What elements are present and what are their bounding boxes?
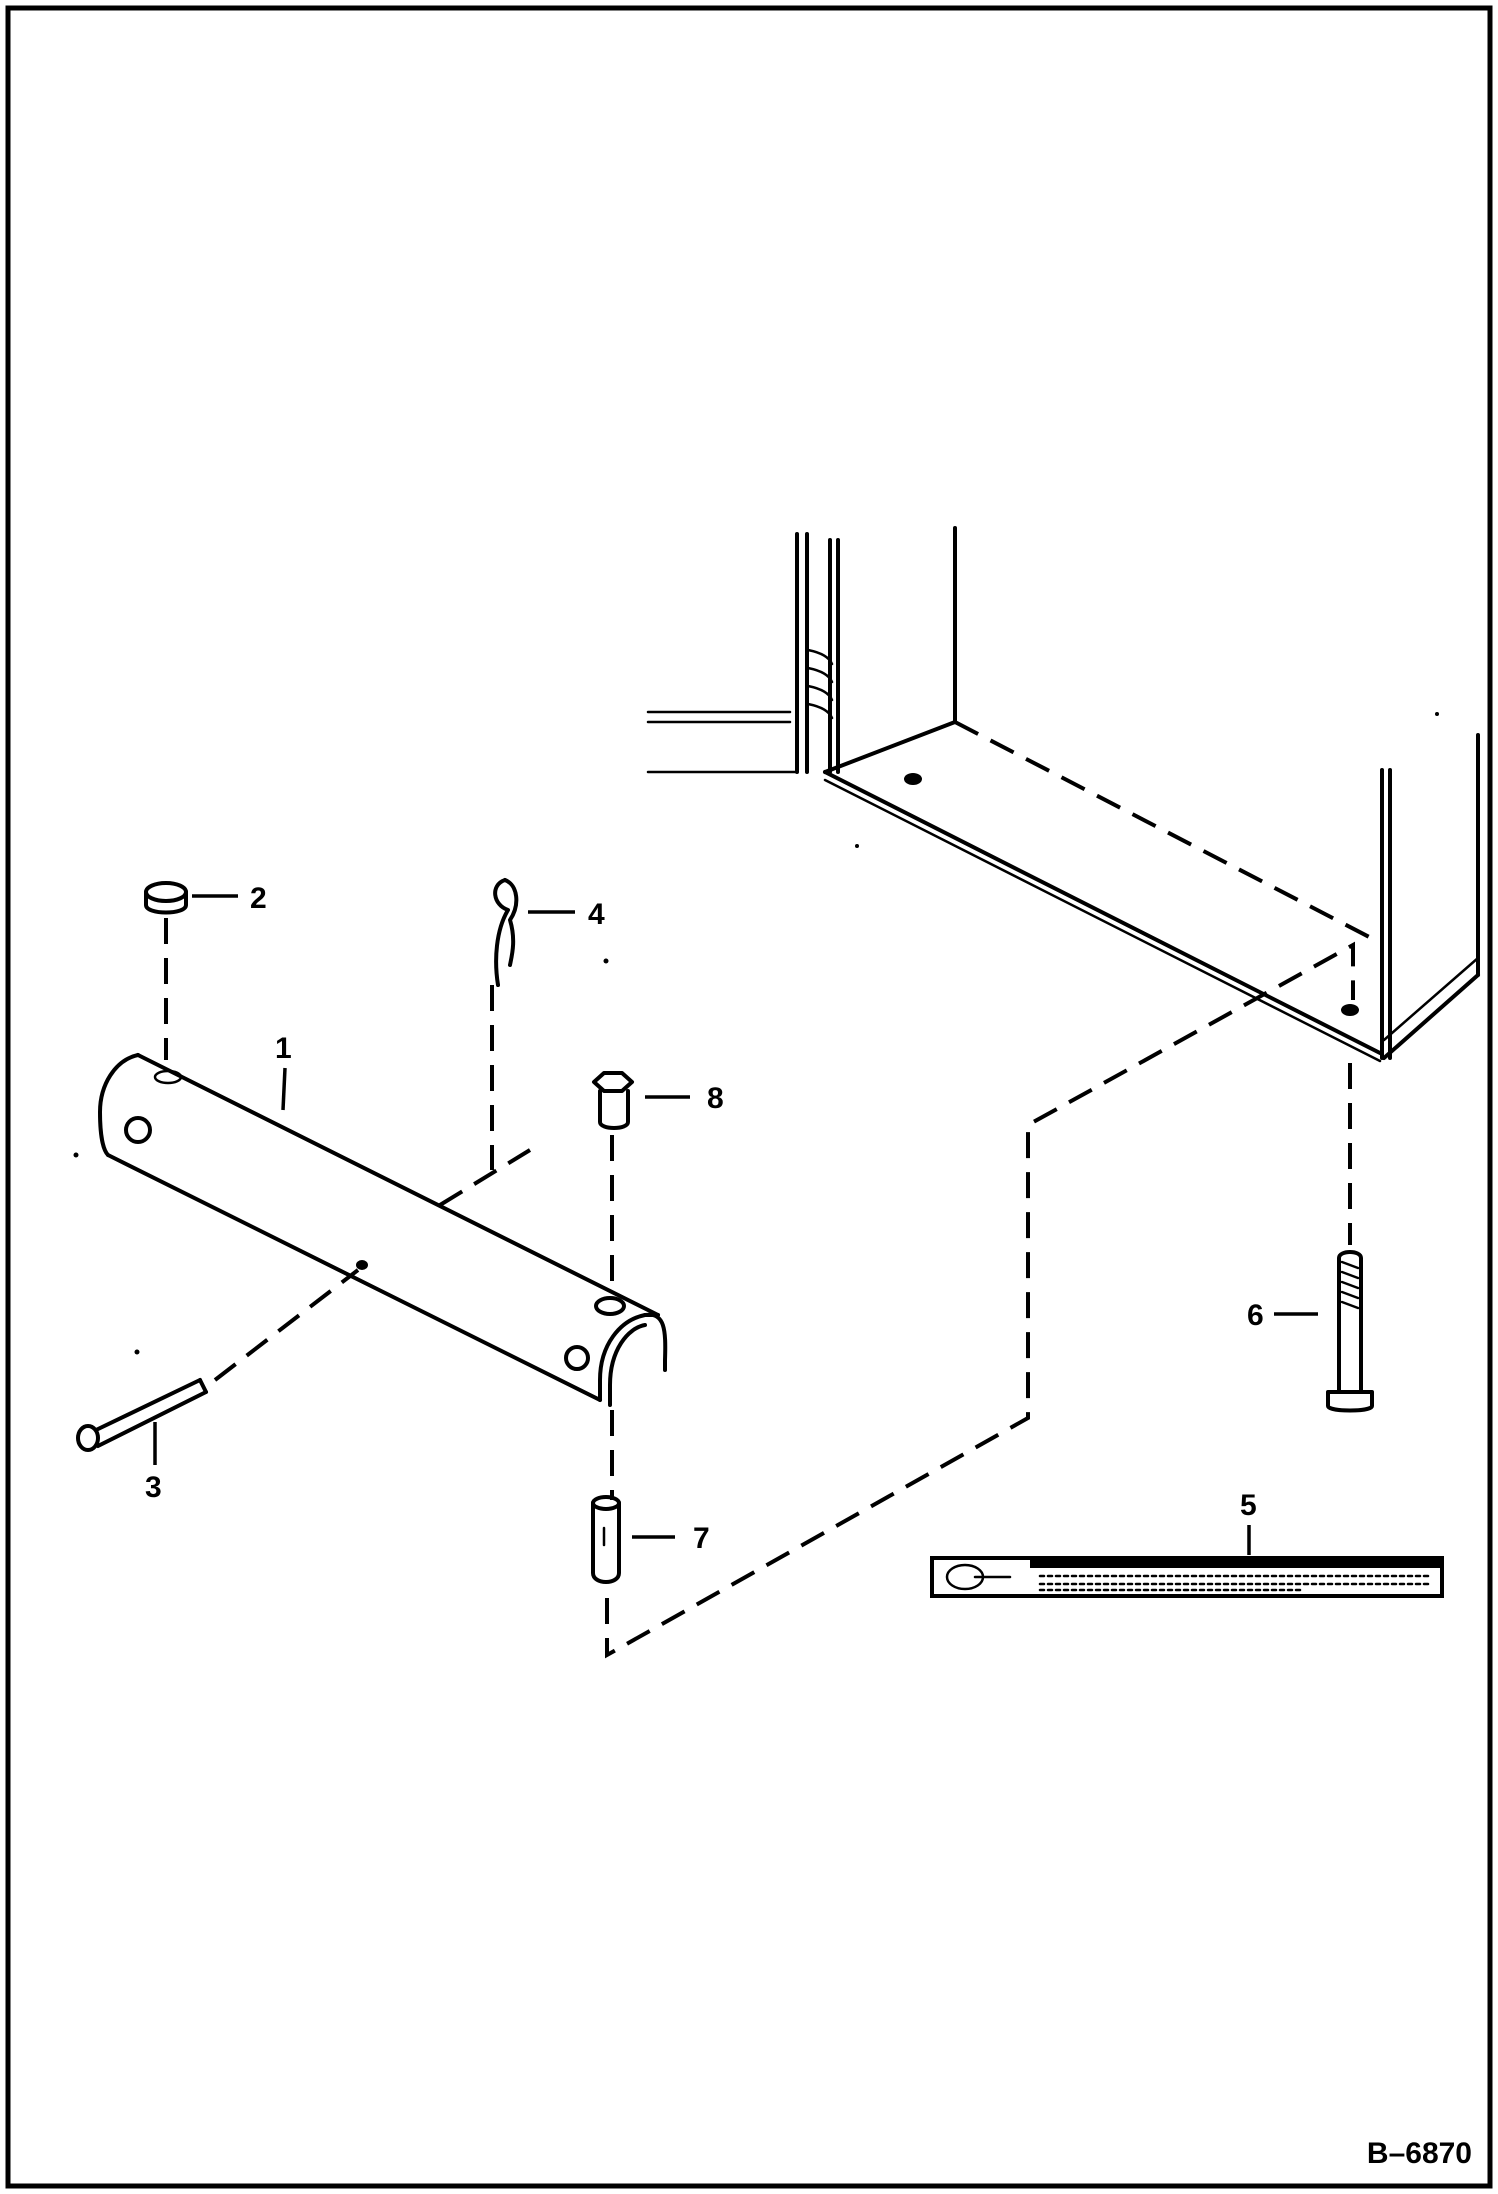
page-border	[5, 5, 1493, 2189]
speck	[73, 1152, 79, 1158]
callout-1: 1	[275, 1032, 292, 1111]
callout-label-5: 5	[1240, 1489, 1257, 1522]
tube-hole	[153, 1069, 183, 1085]
hair-pin-clip	[490, 878, 519, 1170]
decal	[930, 1556, 1444, 1598]
speck	[603, 958, 609, 964]
tube-hole	[124, 1116, 152, 1144]
callout-5: 5	[1240, 1489, 1257, 1555]
callout-3: 3	[145, 1422, 162, 1504]
plug	[144, 881, 188, 1060]
callout-8: 8	[645, 1082, 724, 1115]
figure-number: B–6870	[1367, 2137, 1472, 2170]
bolt-left	[76, 1268, 360, 1452]
pin	[591, 1410, 621, 1584]
tube-hole	[356, 1260, 368, 1270]
machine-frame	[646, 526, 1480, 1063]
tube-hole	[594, 1296, 626, 1316]
frame-hole	[904, 773, 922, 785]
speck	[855, 844, 859, 848]
callout-label-6: 6	[1247, 1299, 1264, 1332]
callout-label-1: 1	[275, 1032, 292, 1065]
callout-6: 6	[1247, 1299, 1318, 1332]
grease-fitting	[592, 1071, 634, 1295]
bolt-right	[1326, 1063, 1374, 1413]
tube-hole	[564, 1345, 590, 1371]
speck	[1435, 712, 1439, 716]
callout-label-7: 7	[693, 1522, 710, 1555]
speck	[134, 1349, 140, 1355]
callout-label-3: 3	[145, 1471, 162, 1504]
assembly-path	[605, 941, 1355, 1659]
callout-2: 2	[192, 882, 267, 915]
callout-label-8: 8	[707, 1082, 724, 1115]
callout-4: 4	[528, 898, 605, 931]
callout-label-4: 4	[588, 898, 605, 931]
callout-7: 7	[632, 1522, 710, 1555]
callout-label-2: 2	[250, 882, 267, 915]
frame-hole	[1341, 1004, 1359, 1016]
tube-channel	[98, 1053, 668, 1407]
